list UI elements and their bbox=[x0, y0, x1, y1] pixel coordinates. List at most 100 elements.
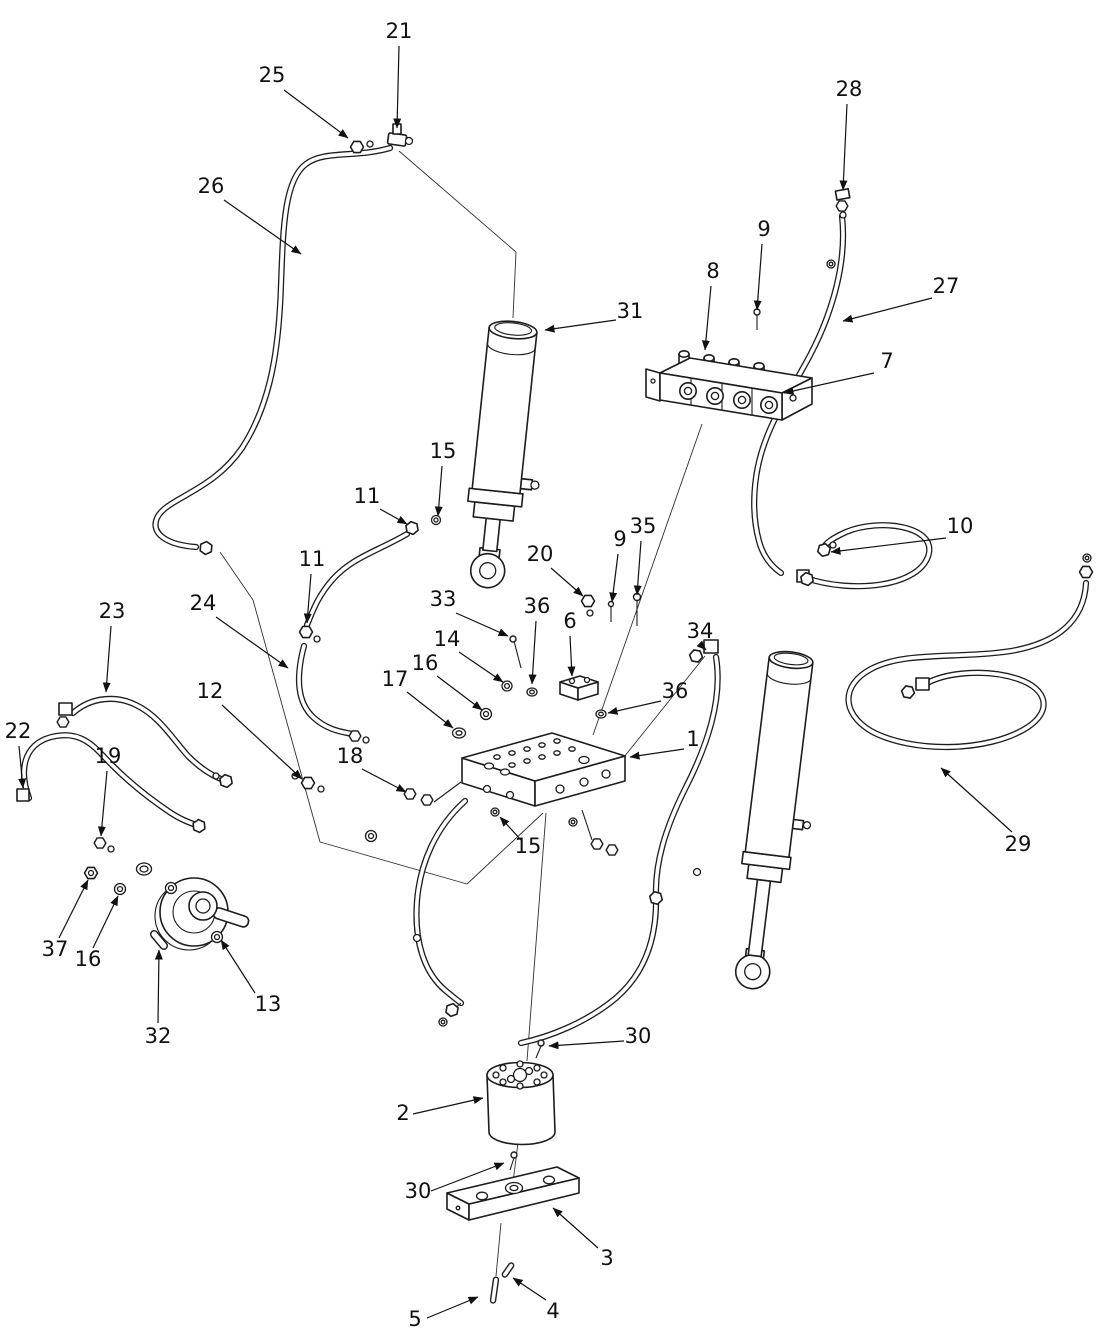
callout-label-7: 7 bbox=[880, 349, 893, 373]
callout-label-32: 32 bbox=[145, 1024, 172, 1048]
leader-line-29 bbox=[940, 767, 1013, 833]
callout-label-1: 1 bbox=[686, 727, 699, 751]
callout-label-16: 16 bbox=[75, 947, 102, 971]
callout-label-15: 15 bbox=[430, 439, 457, 463]
callout-label-3: 3 bbox=[600, 1246, 613, 1270]
leader-line-32 bbox=[154, 949, 163, 1024]
fitting-10 bbox=[815, 541, 837, 558]
callout-label-6: 6 bbox=[563, 609, 576, 633]
callout-3: 3 bbox=[552, 1207, 614, 1270]
pin-33 bbox=[509, 635, 522, 669]
callout-27: 27 bbox=[842, 274, 959, 323]
hydraulic-cylinder-31 bbox=[467, 320, 540, 589]
callout-16: 16 bbox=[75, 895, 119, 971]
control-valve-bank-8 bbox=[645, 349, 813, 421]
tee-fitting-21 bbox=[386, 123, 414, 147]
leader-line-11 bbox=[379, 508, 408, 525]
manifold-block-1 bbox=[461, 732, 626, 807]
leader-line-30 bbox=[430, 1162, 505, 1192]
callout-20: 20 bbox=[527, 542, 584, 597]
callout-15: 15 bbox=[499, 816, 541, 858]
washer-16-upper bbox=[479, 707, 493, 721]
callout-9: 9 bbox=[609, 527, 627, 603]
callout-label-8: 8 bbox=[706, 259, 719, 283]
mounting-bar-3 bbox=[446, 1166, 580, 1221]
leader-line-20 bbox=[550, 567, 584, 597]
hose22-end-fitting bbox=[189, 817, 209, 835]
elbow-fitting-loop-a bbox=[796, 569, 816, 588]
hose29-top-fitting bbox=[1078, 553, 1094, 579]
assembly-alignment-lines bbox=[219, 150, 706, 1277]
leader-line-23 bbox=[102, 625, 112, 693]
pin-30-upper bbox=[535, 1039, 545, 1059]
washer-15-upper bbox=[430, 514, 442, 526]
washer-17 bbox=[451, 727, 467, 739]
callout-35: 35 bbox=[630, 514, 656, 596]
leader-line-8 bbox=[701, 285, 712, 351]
callout-31: 31 bbox=[544, 299, 644, 333]
callout-label-9: 9 bbox=[613, 527, 626, 551]
callout-2: 2 bbox=[396, 1096, 484, 1125]
hose-bottom-left bbox=[416, 801, 465, 1003]
callout-label-2: 2 bbox=[396, 1101, 409, 1125]
callout-8: 8 bbox=[701, 259, 720, 351]
callout-label-33: 33 bbox=[430, 587, 457, 611]
pin-35 bbox=[632, 592, 642, 626]
leader-line-11 bbox=[303, 573, 312, 624]
callout-10: 10 bbox=[830, 514, 973, 555]
callout-22: 22 bbox=[5, 719, 31, 789]
callout-4: 4 bbox=[512, 1277, 560, 1323]
leader-line-1 bbox=[629, 748, 685, 760]
washer-left-of-manifold bbox=[364, 829, 378, 843]
callout-29: 29 bbox=[940, 767, 1031, 856]
leader-line-24 bbox=[215, 616, 289, 669]
leader-line-36 bbox=[607, 700, 662, 715]
fitting-20 bbox=[580, 594, 596, 617]
callout-label-11: 11 bbox=[354, 484, 381, 508]
callout-21: 21 bbox=[386, 19, 412, 129]
callout-14: 14 bbox=[434, 627, 504, 683]
callout-label-20: 20 bbox=[527, 542, 554, 566]
hose-bl-end-fitting bbox=[438, 1000, 462, 1027]
washer-14 bbox=[501, 680, 513, 692]
callout-7: 7 bbox=[783, 349, 894, 395]
callout-label-25: 25 bbox=[259, 63, 286, 87]
callout-11: 11 bbox=[354, 484, 408, 525]
callout-label-14: 14 bbox=[434, 627, 461, 651]
leader-line-16 bbox=[436, 675, 483, 711]
hose22-start-elbow bbox=[16, 788, 30, 802]
block-fitting-6 bbox=[559, 675, 599, 701]
washer-hose-bl bbox=[412, 933, 422, 943]
washer-15-lower bbox=[490, 807, 500, 817]
fitting-28 bbox=[834, 188, 851, 219]
leader-line-27 bbox=[842, 297, 933, 323]
pin-5 bbox=[489, 1276, 500, 1304]
callout-26: 26 bbox=[198, 174, 302, 255]
callout-36: 36 bbox=[524, 594, 550, 685]
manifold-lower-right-fitting bbox=[568, 809, 619, 856]
leader-line-33 bbox=[455, 612, 509, 637]
callout-label-30: 30 bbox=[405, 1179, 432, 1203]
callout-label-19: 19 bbox=[95, 744, 122, 768]
nut-37 bbox=[83, 866, 99, 880]
leader-line-5 bbox=[426, 1296, 479, 1319]
callout-25: 25 bbox=[259, 63, 349, 139]
screw-9 bbox=[753, 308, 761, 330]
hose23-start-elbow bbox=[56, 702, 73, 728]
washer-16-lower bbox=[113, 882, 127, 896]
callout-label-4: 4 bbox=[546, 1299, 559, 1323]
key-pin-32 bbox=[149, 930, 169, 950]
o-ring-36-a bbox=[526, 687, 538, 697]
pin-30-lower bbox=[509, 1151, 518, 1171]
callout-label-36: 36 bbox=[662, 679, 689, 703]
gear-pump-13 bbox=[154, 877, 250, 951]
callout-17: 17 bbox=[382, 667, 454, 729]
callout-16: 16 bbox=[412, 651, 483, 711]
leader-line-21 bbox=[393, 45, 402, 129]
leader-line-26 bbox=[223, 199, 302, 255]
leader-line-37 bbox=[58, 879, 89, 939]
hydraulic-cylinder-right bbox=[734, 650, 814, 990]
callout-label-31: 31 bbox=[617, 299, 644, 323]
